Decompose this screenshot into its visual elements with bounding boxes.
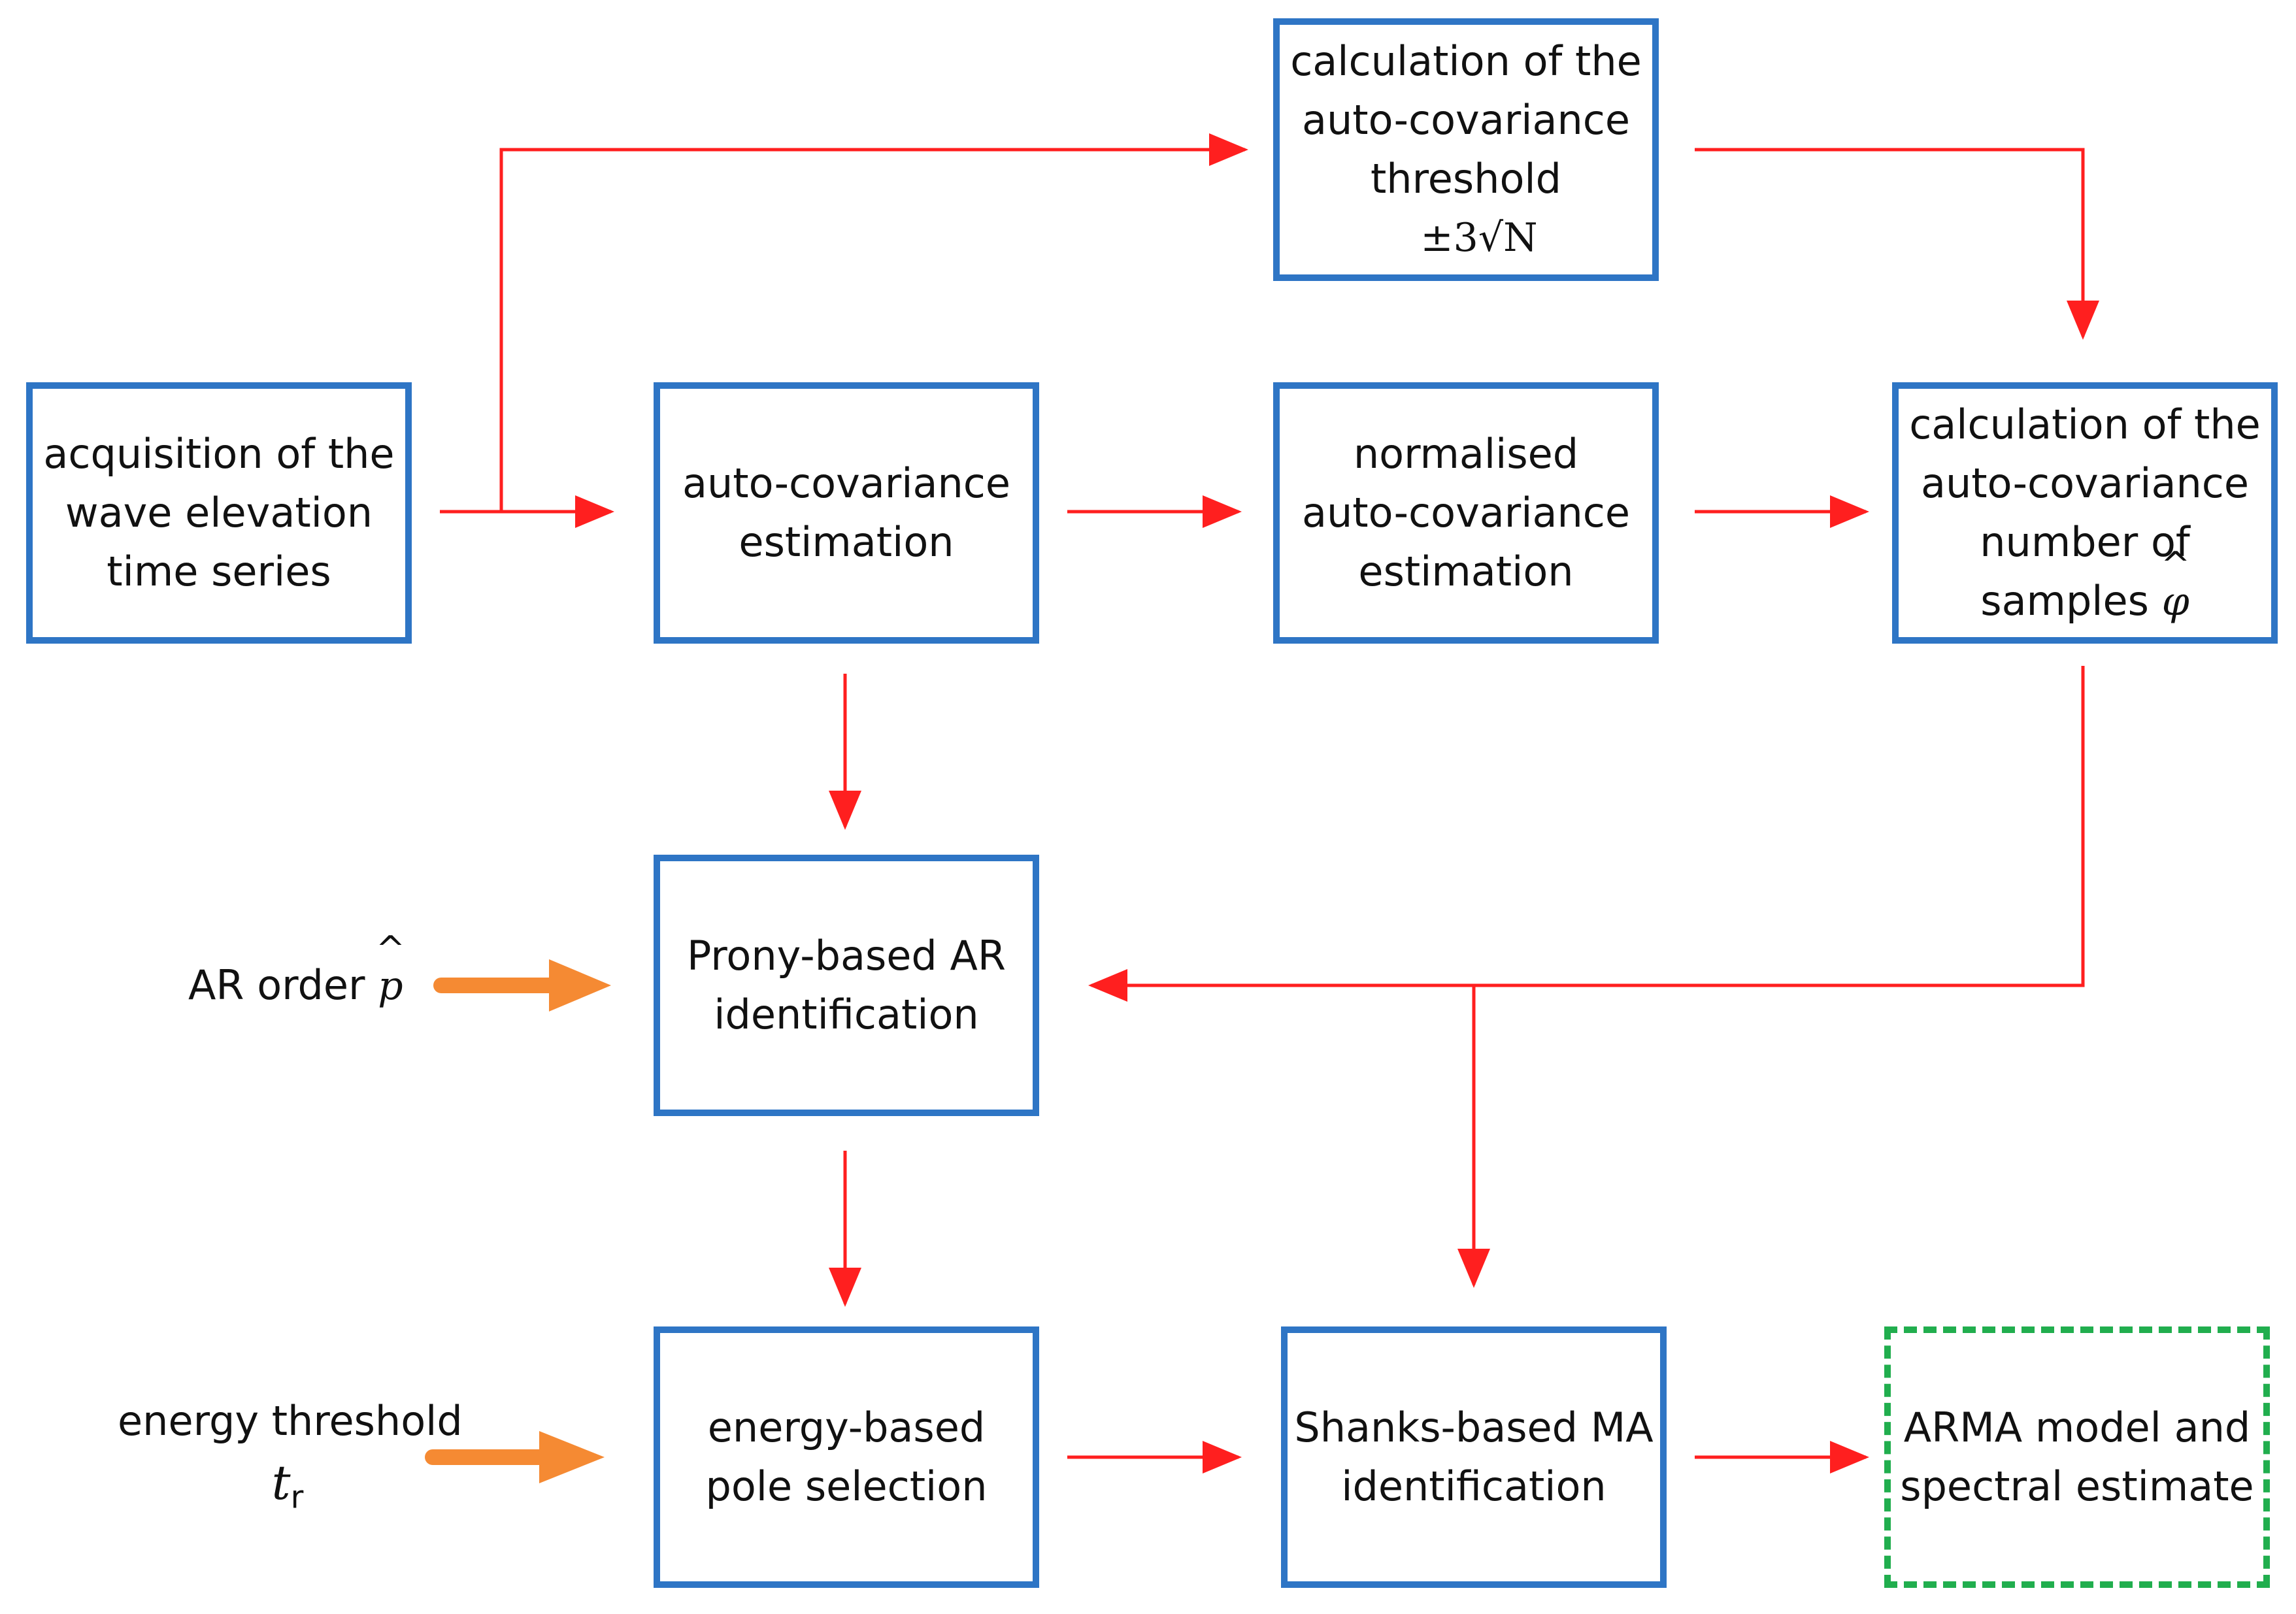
threshold-line-2: auto-covariance [1301,96,1630,144]
normalised-line-2: auto-covariance [1302,489,1630,536]
normalised-line-3: estimation [1358,548,1574,595]
p-hat-symbol: ^p [376,929,405,1015]
arrow-acquisition-to-threshold [499,133,1248,512]
acquisition-line-3: time series [107,548,331,595]
shanks-line-2: identification [1341,1462,1606,1510]
energy-pole-selection-line-2: pole selection [705,1462,988,1510]
arma-result-line-2: spectral estimate [1900,1462,2254,1510]
arrow-samples-to-prony [1088,666,2085,1002]
prony-box: Prony-based AR identification [654,855,1039,1116]
threshold-formula: ±3√N [1420,215,1538,261]
arma-result-box: ARMA model and spectral estimate [1884,1326,2270,1588]
number-of-samples-line-4: samples ^φ [1909,544,2261,631]
energy-pole-selection-box: energy-based pole selection [654,1326,1039,1588]
energy-threshold-text: energy threshold [118,1397,463,1445]
energy-pole-selection-label: energy-based pole selection [705,1398,987,1516]
phi-symbol: φ [2161,578,2189,625]
threshold-box: calculation of the auto-covariance thres… [1273,18,1659,281]
autocovariance-estimation-label: auto-covariance estimation [682,454,1010,572]
arma-result-label: ARMA model and spectral estimate [1900,1398,2254,1516]
shanks-line-1: Shanks-based MA [1294,1404,1654,1451]
number-of-samples-line-1: calculation of the [1909,400,2261,448]
autocovariance-estimation-line-2: estimation [739,518,954,566]
ar-order-input-label: AR order ^p [188,929,405,1015]
number-of-samples-line-2: auto-covariance [1920,459,2249,507]
shanks-box: Shanks-based MA identification [1281,1326,1667,1588]
energy-pole-selection-line-1: energy-based [707,1404,986,1451]
phi-hat-symbol: ^φ [2161,544,2190,631]
number-of-samples-box: calculation of the auto-covariance numbe… [1892,382,2278,644]
arrow-threshold-to-samples [1695,148,2099,340]
acquisition-label: acquisition of the wave elevation time s… [43,425,394,601]
prony-line-1: Prony-based AR [687,932,1006,980]
phi-hat-caret: ^ [2161,544,2191,585]
r-subscript: r [290,1479,304,1516]
energy-threshold-input-label: energy threshold tr [118,1392,463,1526]
p-symbol: p [378,963,403,1009]
arrow-energy-threshold-head [539,1431,605,1483]
prony-line-2: identification [714,991,979,1038]
arma-result-line-1: ARMA model and [1903,1404,2251,1451]
threshold-label: calculation of the auto-covariance thres… [1290,32,1642,267]
autocovariance-estimation-line-1: auto-covariance [682,459,1010,507]
arrow-ar-order-head [549,959,611,1012]
acquisition-box: acquisition of the wave elevation time s… [26,382,412,644]
normalised-box: normalised auto-covariance estimation [1273,382,1659,644]
number-of-samples-word: samples [1980,576,2149,625]
threshold-line-3: threshold [1370,155,1561,203]
ar-order-text: AR order [188,961,365,1009]
t-symbol: t [271,1455,291,1510]
prony-label: Prony-based AR identification [687,927,1006,1044]
autocovariance-estimation-box: auto-covariance estimation [654,382,1039,644]
input-arrows [425,959,611,1483]
p-hat-caret: ^ [375,929,406,970]
number-of-samples-label: calculation of the auto-covariance numbe… [1909,395,2261,631]
number-of-samples-line-3: number of [1980,518,2190,566]
shanks-label: Shanks-based MA identification [1294,1398,1653,1516]
acquisition-line-1: acquisition of the [43,430,395,478]
normalised-line-1: normalised [1353,430,1579,478]
normalised-label: normalised auto-covariance estimation [1302,425,1630,601]
tr-symbol: tr [118,1453,458,1526]
threshold-line-1: calculation of the [1290,37,1642,85]
acquisition-line-2: wave elevation [65,489,373,536]
